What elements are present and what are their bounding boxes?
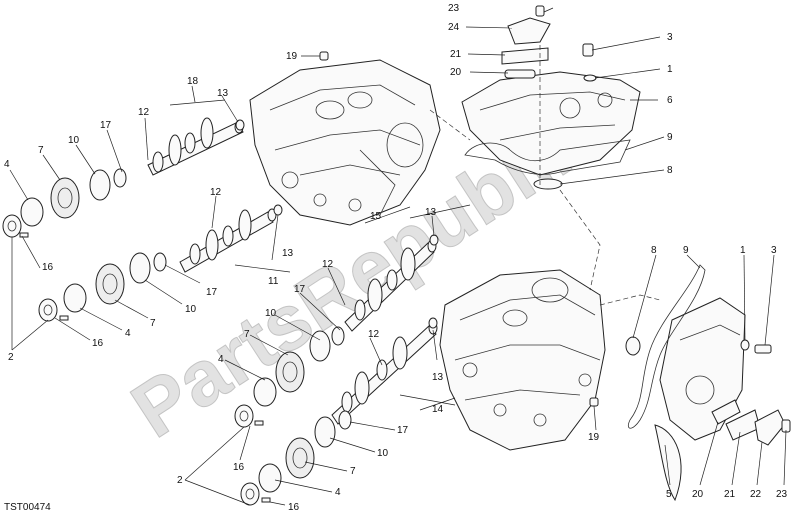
callout-13: 13 <box>432 372 444 383</box>
callout-12: 12 <box>322 259 334 270</box>
callout-16: 16 <box>92 338 104 349</box>
callout-17: 17 <box>397 425 409 436</box>
timing-cover-assembly <box>599 264 791 502</box>
callout-9: 9 <box>683 245 689 256</box>
callout-13: 13 <box>282 248 294 259</box>
callout-10: 10 <box>265 308 277 319</box>
callout-8: 8 <box>651 245 657 256</box>
leader-lines <box>9 7 787 506</box>
callout-16: 16 <box>288 502 300 513</box>
callout-4: 4 <box>4 159 10 170</box>
callout-19: 19 <box>588 432 600 443</box>
camshaft-lower <box>331 321 438 425</box>
callout-17: 17 <box>206 287 218 298</box>
callout-12: 12 <box>368 329 380 340</box>
callout-10: 10 <box>185 304 197 315</box>
callout-17: 17 <box>294 284 306 295</box>
callout-4: 4 <box>218 354 224 365</box>
callout-1: 1 <box>740 245 746 256</box>
callout-13: 13 <box>425 207 437 218</box>
callout-18: 18 <box>187 76 199 87</box>
callout-15: 15 <box>370 211 382 222</box>
front-cylinder-head <box>439 269 606 451</box>
callout-2: 2 <box>177 475 183 486</box>
callout-16: 16 <box>233 462 245 473</box>
callout-14: 14 <box>432 404 444 415</box>
callout-10: 10 <box>68 135 80 146</box>
callout-1: 1 <box>667 64 673 75</box>
callout-16: 16 <box>42 262 54 273</box>
callout-20: 20 <box>692 489 704 500</box>
callout-21: 21 <box>724 489 736 500</box>
callout-8: 8 <box>667 165 673 176</box>
callout-2: 2 <box>8 352 14 363</box>
callout-11: 11 <box>268 276 279 287</box>
callout-4: 4 <box>335 487 341 498</box>
valve-cover-assembly <box>429 5 641 291</box>
callout-22: 22 <box>750 489 762 500</box>
callout-23: 23 <box>448 3 460 14</box>
callout-3: 3 <box>771 245 777 256</box>
callout-24: 24 <box>448 22 460 33</box>
callout-5: 5 <box>666 489 672 500</box>
callout-13: 13 <box>217 88 229 99</box>
callout-12: 12 <box>210 187 222 198</box>
callout-23: 23 <box>776 489 788 500</box>
callout-labels: 23 24 21 20 3 1 6 9 8 19 18 13 12 17 10 … <box>4 3 788 513</box>
rear-cylinder-head <box>249 59 441 226</box>
callout-7: 7 <box>350 466 356 477</box>
camshaft-upper-left <box>147 117 244 176</box>
camshaft-middle-left <box>179 208 277 273</box>
callout-6: 6 <box>667 95 673 106</box>
gears-and-pulleys <box>2 51 599 506</box>
callout-7: 7 <box>244 329 250 340</box>
callout-4: 4 <box>125 328 131 339</box>
callout-3: 3 <box>667 32 673 43</box>
camshaft-middle-right <box>344 239 437 332</box>
drawing-code: TST00474 <box>4 502 51 513</box>
callout-9: 9 <box>667 132 673 143</box>
callout-20: 20 <box>450 67 462 78</box>
callout-19: 19 <box>286 51 298 62</box>
callout-12: 12 <box>138 107 150 118</box>
callout-7: 7 <box>38 145 44 156</box>
callout-10: 10 <box>377 448 389 459</box>
callout-7: 7 <box>150 318 156 329</box>
callout-21: 21 <box>450 49 462 60</box>
callout-17: 17 <box>100 120 112 131</box>
camshafts <box>147 117 438 425</box>
